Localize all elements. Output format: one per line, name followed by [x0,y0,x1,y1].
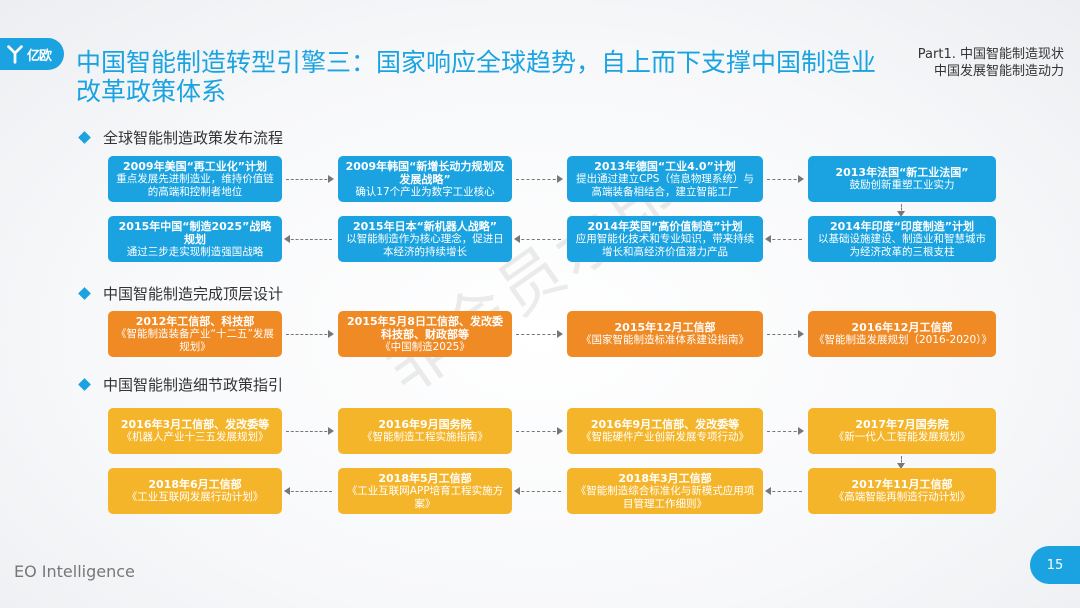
policy-box-head: 2016年9月国务院 [378,418,472,431]
flow-box-body: 以基础设施建设、制造业和智慧城市为经济改革的三根支柱 [818,232,986,258]
arrow-right [767,330,804,338]
policy-box-2016-sep-a: 2016年9月国务院 《智能制造工程实施指南》 [338,408,512,454]
page-number: 15 [1030,546,1080,584]
diamond-bullet-icon [78,287,91,300]
flow-box-body: 通过三步走实现制造强国战略 [126,245,264,258]
policy-box-head: 2017年11月工信部 [851,478,953,491]
design-box-body: 《国家智能制造标准体系建设指南》 [581,334,749,346]
design-box-2015-may: 2015年5月8日工信部、发改委科技部、财政部等 《中国制造2025》 [338,311,512,357]
flow-box-germany: 2013年德国“工业4.0”计划 提出通过建立CPS（信息物理系统）与高端装备相… [567,156,763,202]
policy-box-2018-mar: 2018年3月工信部 《智能制造综合标准化与新模式应用项目管理工作细则》 [567,468,763,514]
flow-box-korea: 2009年韩国“新增长动力规划及发展战略” 确认17个产业为数字工业核心 [338,156,512,202]
flow-box-body: 以智能制造作为核心理念，促进日本经济的持续增长 [346,232,504,258]
part-label: Part1. 中国智能制造现状 中国发展智能制造动力 [918,46,1064,80]
policy-box-head: 2018年6月工信部 [148,478,242,491]
arrow-right [286,175,334,183]
arrow-left [514,487,561,495]
policy-box-body: 《机器人产业十三五发展规划》 [121,431,269,443]
flow-box-head: 2009年韩国“新增长动力规划及发展战略” [345,159,505,186]
yiou-logo-icon [7,45,23,64]
brand-logo: 亿欧 [0,38,64,70]
design-box-2015-dec: 2015年12月工信部 《国家智能制造标准体系建设指南》 [567,311,763,357]
diamond-bullet-icon [78,378,91,391]
part-line-2: 中国发展智能制造动力 [933,64,1064,79]
section-label: 全球智能制造政策发布流程 [103,129,284,147]
flow-box-head: 2013年法国“新工业法国” [835,166,969,179]
design-box-head: 2015年5月8日工信部、发改委科技部、财政部等 [347,314,503,341]
flow-box-usa: 2009年美国“再工业化”计划 重点发展先进制造业，维持价值链的高端和控制者地位 [108,156,282,202]
policy-box-2016-sep-b: 2016年9月工信部、发改委等 《智能硬件产业创新发展专项行动》 [567,408,763,454]
arrow-down [897,456,905,469]
design-box-body: 《中国制造2025》 [380,340,470,353]
arrow-left [514,235,561,243]
page-title: 中国智能制造转型引擎三：国家响应全球趋势，自上而下支撑中国制造业改革政策体系 [76,48,877,106]
flow-box-body: 提出通过建立CPS（信息物理系统）与高端装备相结合，建立智能工厂 [576,172,754,198]
arrow-right [516,175,563,183]
arrow-right [286,330,334,338]
policy-box-2016-mar: 2016年3月工信部、发改委等 《机器人产业十三五发展规划》 [108,408,282,454]
policy-box-body: 《智能制造工程实施指南》 [362,431,488,443]
flow-box-head: 2009年美国“再工业化”计划 [122,159,268,173]
policy-box-body: 《智能硬件产业创新发展专项行动》 [581,431,749,443]
diamond-bullet-icon [78,131,91,144]
flow-box-head: 2013年德国“工业4.0”计划 [594,159,736,173]
arrow-left [284,235,332,243]
flow-box-head: 2015年日本“新机器人战略” [352,219,498,233]
design-box-2012: 2012年工信部、科技部 《智能制造装备产业“十二五”发展规划》 [108,311,282,357]
policy-box-body: 《智能制造综合标准化与新模式应用项目管理工作细则》 [575,484,755,510]
policy-box-2017-nov: 2017年11月工信部 《高端智能再制造行动计划》 [808,468,996,514]
section-detail-heading: 中国智能制造细节政策指引 [78,374,284,395]
policy-box-head: 2018年5月工信部 [378,471,472,485]
part-line-1: Part1. 中国智能制造现状 [917,47,1064,62]
arrow-right [516,427,563,435]
policy-box-2018-jun: 2018年6月工信部 《工业互联网发展行动计划》 [108,468,282,514]
policy-box-body: 《新一代人工智能发展规划》 [833,431,971,443]
flow-box-uk: 2014年英国“高价值制造”计划 应用智能化技术和专业知识，带来持续增长和高经济… [567,216,763,262]
flow-box-india: 2014年印度“印度制造”计划 以基础设施建设、制造业和智慧城市为经济改革的三根… [808,216,996,262]
flow-box-body: 确认17个产业为数字工业核心 [355,185,495,198]
flow-box-head: 2014年英国“高价值制造”计划 [587,219,743,233]
arrow-left [284,487,332,495]
arrow-right [286,427,334,435]
arrow-right [516,330,563,338]
policy-box-body: 《工业互联网APP培育工程实施方案》 [346,484,504,510]
policy-box-2018-may: 2018年5月工信部 《工业互联网APP培育工程实施方案》 [338,468,512,514]
policy-box-head: 2016年9月工信部、发改委等 [590,418,740,431]
policy-box-body: 《高端智能再制造行动计划》 [833,491,971,503]
design-box-head: 2012年工信部、科技部 [135,314,255,328]
logo-text: 亿欧 [27,48,52,64]
section-top-design-heading: 中国智能制造完成顶层设计 [78,283,284,304]
design-box-body: 《智能制造发展规划（2016-2020）》 [814,334,992,346]
policy-box-body: 《工业互联网发展行动计划》 [126,491,264,503]
policy-box-head: 2017年7月国务院 [855,418,949,431]
flow-box-japan: 2015年日本“新机器人战略” 以智能制造作为核心理念，促进日本经济的持续增长 [338,216,512,262]
flow-box-body: 重点发展先进制造业，维持价值链的高端和控制者地位 [116,172,274,198]
arrow-right [767,175,804,183]
arrow-left [765,235,802,243]
section-label: 中国智能制造完成顶层设计 [103,285,284,303]
arrow-left [765,487,802,495]
flow-box-head: 2014年印度“印度制造”计划 [829,219,975,233]
arrow-down [897,204,905,217]
arrow-right [767,427,804,435]
section-label: 中国智能制造细节政策指引 [103,376,284,394]
design-box-head: 2015年12月工信部 [614,321,716,334]
flow-box-body: 鼓励创新重塑工业实力 [849,179,955,191]
flow-box-head: 2015年中国“制造2025”战略规划 [118,219,272,246]
policy-box-head: 2018年3月工信部 [618,471,712,485]
design-box-body: 《智能制造装备产业“十二五”发展规划》 [116,327,274,353]
flow-box-china: 2015年中国“制造2025”战略规划 通过三步走实现制造强国战略 [108,216,282,262]
footer-brand: EO Intelligence [14,562,135,581]
section-global-heading: 全球智能制造政策发布流程 [78,127,284,148]
flow-box-france: 2013年法国“新工业法国” 鼓励创新重塑工业实力 [808,156,996,202]
policy-box-2017-jul: 2017年7月国务院 《新一代人工智能发展规划》 [808,408,996,454]
policy-box-head: 2016年3月工信部、发改委等 [120,418,270,431]
flow-box-body: 应用智能化技术和专业知识，带来持续增长和高经济价值潜力产品 [575,232,755,258]
design-box-head: 2016年12月工信部 [851,321,953,334]
design-box-2016: 2016年12月工信部 《智能制造发展规划（2016-2020）》 [808,311,996,357]
